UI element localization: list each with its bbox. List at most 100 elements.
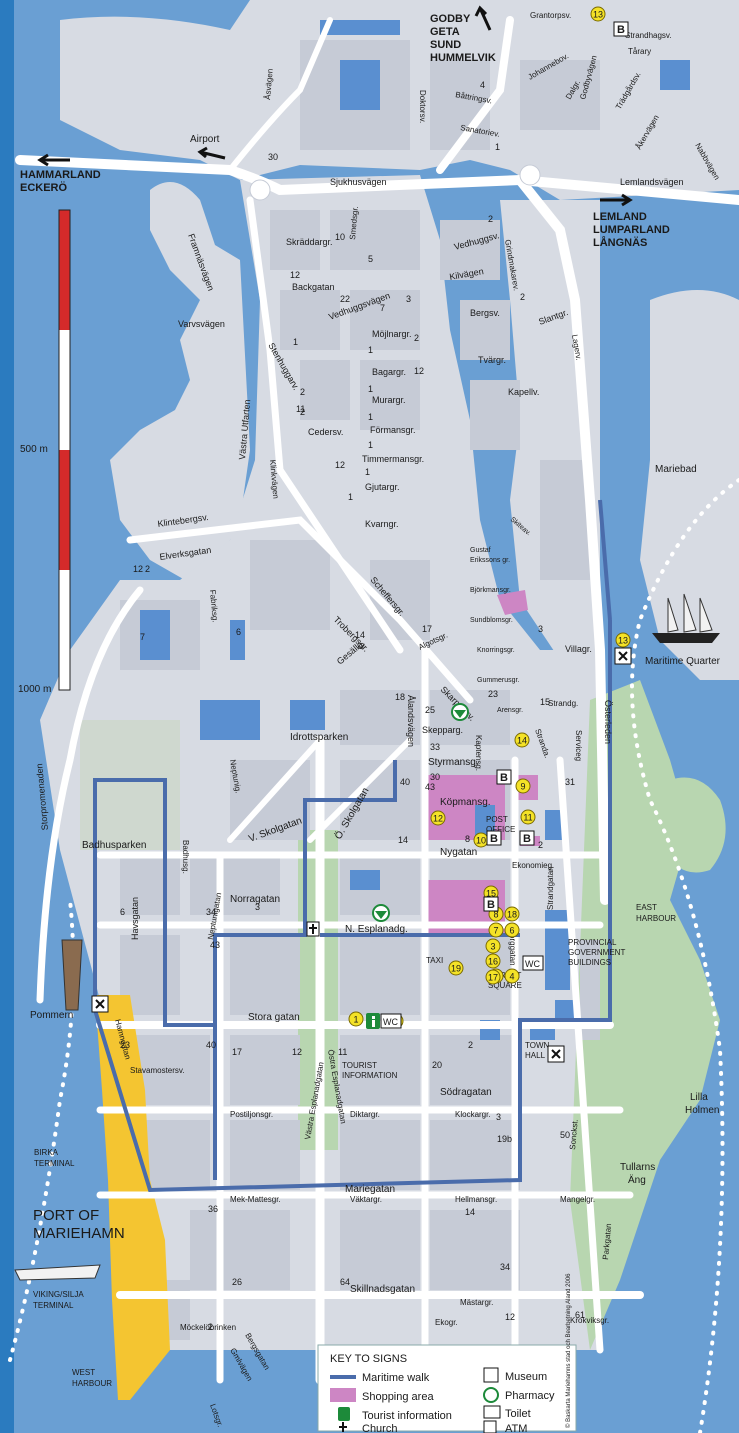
label-port-2: MARIEHAMN <box>33 1225 125 1242</box>
numbered-pin[interactable]: 13 <box>615 632 631 648</box>
park-esplanad-east <box>322 830 338 1150</box>
house-number: 3 <box>538 624 543 634</box>
atm-marker[interactable]: B <box>496 769 512 785</box>
street-gustaf: Gustaf <box>470 547 491 554</box>
numbered-pin[interactable]: 11 <box>520 809 536 825</box>
museum-icon[interactable] <box>547 1045 565 1063</box>
pharmacy-icon[interactable] <box>372 904 390 922</box>
numbered-pin[interactable]: 17 <box>485 969 501 985</box>
numbered-pin[interactable]: 9 <box>515 778 531 794</box>
house-number: 6 <box>236 627 241 637</box>
numbered-pin[interactable]: 12 <box>430 810 446 826</box>
label-birka-2: TERMINAL <box>34 1159 75 1168</box>
house-number: 31 <box>565 777 575 787</box>
label-viking-1: VIKING/SILJA <box>33 1290 84 1299</box>
atm-marker[interactable]: B <box>483 896 499 912</box>
pin-circle <box>430 810 446 826</box>
street-molnargr: Möjlnargr. <box>372 329 412 339</box>
label-east-harbour-1: EAST <box>636 903 657 912</box>
street-serviceg: Serviceg <box>574 730 583 761</box>
street-lemlandsvagen: Lemlandsvägen <box>620 177 684 187</box>
house-number: 33 <box>430 742 440 752</box>
house-number: 2 <box>300 387 305 397</box>
street-storagatan: Stora gatan <box>248 1012 300 1023</box>
label-west-harbour-2: HARBOUR <box>72 1379 112 1388</box>
house-number: 40 <box>206 1040 216 1050</box>
numbered-pin[interactable]: 3 <box>485 938 501 954</box>
legend-atm-icon <box>483 1420 497 1433</box>
pin-number: 7 <box>493 926 498 936</box>
street-vaktargr: Väktargr. <box>350 1195 382 1204</box>
roundabout-east <box>519 164 541 186</box>
numbered-pin[interactable]: 18 <box>504 906 520 922</box>
house-number: 15 <box>540 697 550 707</box>
dest-sund: SUND <box>430 39 461 51</box>
atm-marker[interactable]: B <box>486 830 502 846</box>
church-icon[interactable] <box>306 921 320 937</box>
atm-marker[interactable]: B <box>519 830 535 846</box>
pin-circle <box>504 922 520 938</box>
dest-hummelvik: HUMMELVIK <box>430 52 496 64</box>
house-number: 4 <box>480 80 485 90</box>
numbered-pin[interactable]: 16 <box>485 953 501 969</box>
museum-icon[interactable] <box>91 995 109 1013</box>
label-town-hall-1: TOWN <box>525 1041 550 1050</box>
museum-icon[interactable] <box>614 647 632 665</box>
tourist-info-icon[interactable] <box>366 1013 380 1029</box>
pin-number: 3 <box>490 942 495 952</box>
street-torggatan: Torggatan <box>508 930 517 966</box>
ferry-route-east <box>630 478 739 1433</box>
street-ekogr: Ekogr. <box>435 1318 458 1327</box>
pharmacy-icon[interactable] <box>451 703 469 721</box>
house-number: 1 <box>368 412 373 422</box>
house-number: 3 <box>496 1112 501 1122</box>
dest-langnas: LÅNGNÄS <box>593 236 647 249</box>
numbered-pin[interactable]: 14 <box>514 732 530 748</box>
numbered-pin[interactable]: 1 <box>348 1011 364 1027</box>
legend-pharmacy-icon <box>483 1387 499 1403</box>
numbered-pin[interactable]: 4 <box>504 968 520 984</box>
house-number: 2 <box>208 1322 213 1332</box>
street-sundblomsgr: Sundblomsgr. <box>470 617 513 624</box>
toilet-marker[interactable]: WC <box>522 955 544 971</box>
numbered-pin[interactable]: 6 <box>504 922 520 938</box>
street-alandsvagen: Ålandsvägen <box>406 695 416 747</box>
house-number: 7 <box>140 632 145 642</box>
label-post-office-1: POST <box>486 815 508 824</box>
pin-circle <box>520 809 536 825</box>
label-provincial-3: BUILDINGS <box>568 958 611 967</box>
pin-circle <box>515 778 531 794</box>
numbered-pin[interactable]: 13 <box>590 6 606 22</box>
legend-church-icon <box>339 1422 347 1432</box>
label-town-hall-2: HALL <box>525 1051 546 1060</box>
atm-label: B <box>500 772 508 784</box>
house-number: 20 <box>432 1060 442 1070</box>
numbered-pin[interactable]: 10 <box>473 832 489 848</box>
atm-marker[interactable]: B <box>613 21 629 37</box>
legend-maritime-walk: Maritime walk <box>362 1372 430 1384</box>
toilet-marker[interactable]: WC <box>380 1013 402 1029</box>
street-mastargr: Mästargr. <box>460 1298 493 1307</box>
label-market-2: SQUARE <box>488 981 522 990</box>
label-viking-2: TERMINAL <box>33 1301 74 1310</box>
house-number: 22 <box>340 294 350 304</box>
house-number: 23 <box>488 689 498 699</box>
legend-shopping: Shopping area <box>362 1391 434 1403</box>
numbered-pin[interactable]: 19 <box>448 960 464 976</box>
street-sodragatan: Södragatan <box>440 1087 492 1098</box>
pin-circle <box>485 953 501 969</box>
house-number: 43 <box>425 782 435 792</box>
label-birka-1: BIRKA <box>34 1148 59 1157</box>
street-diktargr: Diktargr. <box>350 1110 380 1119</box>
east-land-mariebad <box>640 290 739 680</box>
street-skillnadsgatan: Skillnadsgatan <box>350 1284 415 1295</box>
numbered-pin[interactable]: 7 <box>488 922 504 938</box>
pin-number: 18 <box>507 910 517 920</box>
house-number: 18 <box>395 692 405 702</box>
street-tvargr: Tvärgr. <box>478 355 506 365</box>
house-number: 11 <box>296 404 305 414</box>
house-number: 1 <box>365 467 370 477</box>
street-strandg: Strandg. <box>548 699 578 708</box>
dest-lemland: LEMLAND <box>593 211 647 223</box>
